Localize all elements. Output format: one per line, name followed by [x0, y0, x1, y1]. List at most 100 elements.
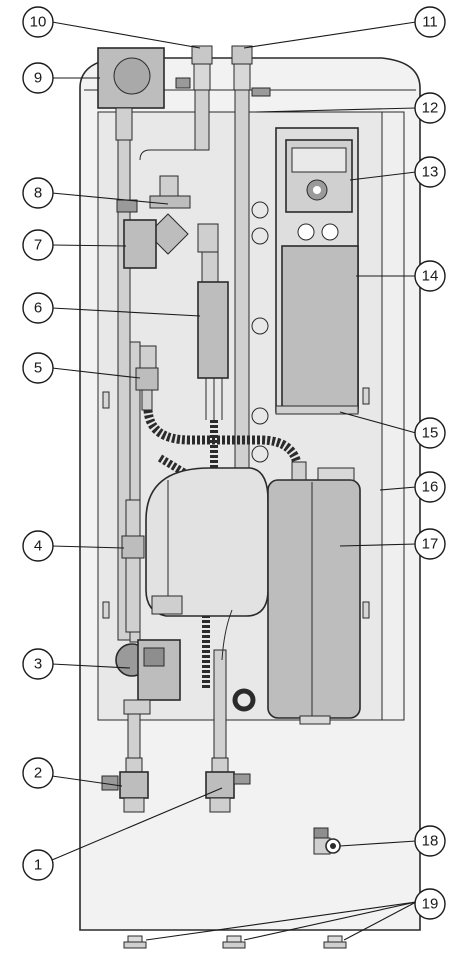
- control-panel-screen: [291, 147, 347, 173]
- callout-circle-16: [414, 471, 446, 503]
- top-connections: [175, 45, 271, 511]
- callout-label-11: 11: [422, 14, 438, 31]
- callout-circle-17: [414, 528, 446, 560]
- callout-16: 16: [414, 471, 446, 503]
- foot-right: [323, 935, 347, 949]
- vessel-top-fitting: [291, 461, 307, 483]
- callout-5: 5: [22, 352, 54, 384]
- leader-line-8: [51, 192, 169, 205]
- leader-line-3: [51, 663, 131, 669]
- callout-label-15: 15: [422, 425, 439, 442]
- top-connection-left-body: [193, 63, 211, 91]
- callout-12: 12: [414, 92, 446, 124]
- callout-2: 2: [22, 757, 54, 789]
- callout-label-4: 4: [34, 538, 42, 555]
- callout-circle-5: [22, 352, 54, 384]
- callout-10: 10: [22, 6, 54, 38]
- callout-label-8: 8: [34, 185, 42, 202]
- leader-line-12: [255, 107, 417, 113]
- panel-tab-left-2: [102, 601, 110, 619]
- foot-middle: [222, 935, 246, 949]
- leader-line-7: [51, 244, 127, 247]
- leader-line-2: [51, 775, 123, 787]
- top-valve-lever: [251, 87, 271, 97]
- cabinet-right-side-panel: [381, 111, 405, 721]
- component-3-pump: [115, 639, 181, 715]
- valve-2-body: [119, 771, 149, 799]
- top-connection-right-body: [233, 63, 251, 91]
- callout-13: 13: [414, 156, 446, 188]
- panel-tab-left-1: [102, 391, 110, 409]
- callout-label-1: 1: [34, 857, 42, 874]
- callout-label-14: 14: [422, 268, 439, 285]
- callout-label-13: 13: [422, 164, 439, 181]
- callout-14: 14: [414, 260, 446, 292]
- callout-label-5: 5: [34, 360, 42, 377]
- control-box: [251, 127, 359, 463]
- leader-line-19: [243, 901, 417, 941]
- callout-label-19: 19: [422, 896, 439, 913]
- valve-4-body: [121, 535, 145, 559]
- bottom-right-nut: [209, 797, 231, 813]
- callout-18: 18: [414, 825, 446, 857]
- leader-line-19: [145, 901, 417, 941]
- component-7-block: [123, 219, 157, 269]
- leader-line-19: [343, 901, 417, 941]
- leader-line-13: [349, 171, 417, 181]
- callout-circle-2: [22, 757, 54, 789]
- callout-circle-4: [22, 530, 54, 562]
- callout-circle-3: [22, 648, 54, 680]
- callout-label-18: 18: [422, 833, 439, 850]
- callout-label-17: 17: [422, 536, 439, 553]
- leader-line-18: [339, 840, 417, 847]
- foot-left: [123, 935, 147, 949]
- callout-label-9: 9: [34, 70, 42, 87]
- component-5-sensor: [135, 345, 159, 411]
- control-box-bottom-edge-15: [275, 405, 359, 415]
- callout-circle-1: [22, 849, 54, 881]
- callout-17: 17: [414, 528, 446, 560]
- top-connection-left-nut: [191, 45, 213, 65]
- callout-circle-19: [414, 888, 446, 920]
- callout-8: 8: [22, 177, 54, 209]
- lower-pipes: [121, 499, 233, 761]
- callout-label-2: 2: [34, 765, 42, 782]
- callout-circle-12: [414, 92, 446, 124]
- top-left-small-valve: [175, 77, 191, 89]
- leader-line-1: [51, 787, 223, 861]
- callout-circle-14: [414, 260, 446, 292]
- callout-3: 3: [22, 648, 54, 680]
- callout-11: 11: [414, 6, 446, 38]
- callout-circle-15: [414, 417, 446, 449]
- hose-end-ring: [232, 688, 256, 712]
- callout-circle-13: [414, 156, 446, 188]
- compressor: [145, 467, 269, 617]
- compressor-body: [145, 467, 269, 617]
- feet: [123, 935, 347, 949]
- bottom-connections: [101, 757, 251, 813]
- callout-1: 1: [22, 849, 54, 881]
- callout-label-16: 16: [422, 479, 439, 496]
- vessel-body: [267, 479, 361, 719]
- leader-line-10: [51, 21, 201, 49]
- callout-label-6: 6: [34, 300, 42, 317]
- valve-1-body: [205, 771, 235, 799]
- callout-circle-8: [22, 177, 54, 209]
- hose-main-horizontal: [143, 409, 303, 471]
- valve-1-handle: [233, 773, 251, 785]
- bottom-right-fitting: [211, 757, 229, 773]
- bottom-left-nut: [123, 797, 145, 813]
- leader-line-17: [339, 543, 417, 547]
- leader-line-6: [51, 307, 201, 317]
- callout-19: 19: [414, 888, 446, 920]
- bottom-left-fitting: [125, 757, 143, 773]
- panel-tab-right-1: [362, 387, 370, 405]
- callout-label-3: 3: [34, 656, 42, 673]
- callout-circle-6: [22, 292, 54, 324]
- callout-label-10: 10: [30, 14, 47, 31]
- callout-circle-10: [22, 6, 54, 38]
- component-17-vessel: [267, 461, 361, 725]
- callout-6: 6: [22, 292, 54, 324]
- callout-circle-7: [22, 229, 54, 261]
